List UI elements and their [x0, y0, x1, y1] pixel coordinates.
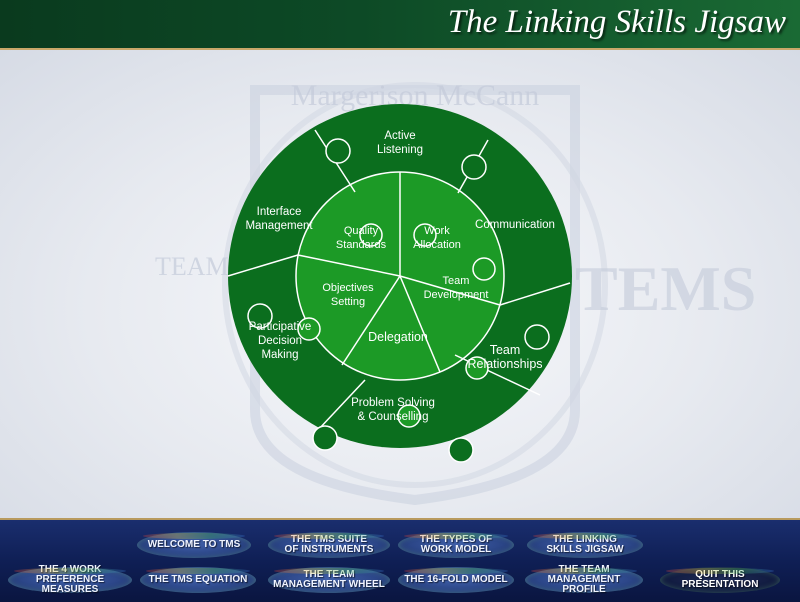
nav-team-profile-button[interactable]: THE TEAM MANAGEMENT PROFILE: [525, 565, 643, 595]
label-interface-management: Interface Management: [245, 206, 313, 232]
label-objectives-setting: Objectives Setting: [322, 282, 374, 308]
nav-work-preference-button[interactable]: THE 4 WORK PREFERENCE MEASURES: [8, 565, 132, 595]
label-work-allocation: Work Allocation: [413, 225, 461, 251]
page-title: The Linking Skills Jigsaw: [447, 4, 786, 40]
nav-tms-equation-button[interactable]: THE TMS EQUATION: [140, 567, 256, 593]
navigation-bar: WELCOME TO TMS THE TMS SUITE OF INSTRUME…: [0, 518, 800, 602]
nav-16-fold-button[interactable]: THE 16-FOLD MODEL: [398, 567, 514, 593]
label-team-development: Team Development: [423, 275, 489, 301]
jigsaw-wheel: [227, 104, 572, 463]
label-problem-solving: Problem Solving & Counselling: [351, 397, 435, 423]
label-quality-standards: Quality Standards: [335, 225, 387, 251]
label-active-listening: Active Listening: [376, 130, 424, 156]
label-participative-decision: Participative Decision Making: [248, 321, 312, 361]
watermark-logo: Margerison McCann TEAM M TEMS: [155, 79, 756, 506]
quit-presentation-button[interactable]: QUIT THIS PRESENTATION: [660, 567, 780, 593]
nav-team-wheel-button[interactable]: THE TEAM MANAGEMENT WHEEL: [268, 567, 390, 593]
label-communication: Communication: [475, 219, 555, 231]
header-bar: The Linking Skills Jigsaw: [0, 0, 800, 50]
nav-linking-skills-button[interactable]: THE LINKING SKILLS JIGSAW: [527, 532, 643, 558]
nav-welcome-button[interactable]: WELCOME TO TMS: [137, 532, 251, 558]
nav-types-of-work-button[interactable]: THE TYPES OF WORK MODEL: [398, 532, 514, 558]
inner-divider-lines: [297, 172, 501, 373]
nav-tms-suite-button[interactable]: THE TMS SUITE OF INSTRUMENTS: [268, 532, 390, 558]
watermark-text-right: TEMS: [575, 253, 756, 324]
main-content: Margerison McCann TEAM M TEMS: [0, 50, 800, 518]
jigsaw-knobs: [247, 138, 550, 463]
label-delegation: Delegation: [368, 330, 428, 344]
label-team-relationships: Team Relationships: [467, 343, 543, 371]
